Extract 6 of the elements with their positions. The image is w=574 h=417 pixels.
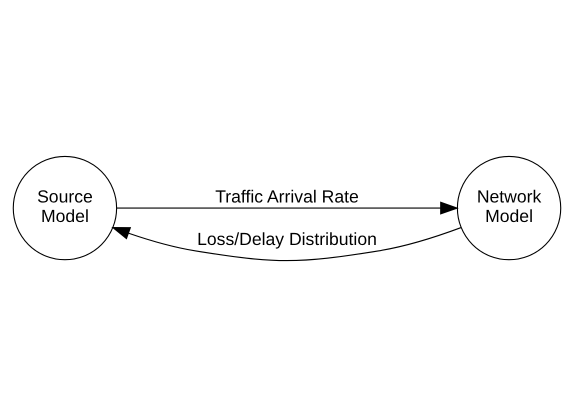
arrow	[116, 202, 459, 215]
node-circle: Source Model	[12, 156, 118, 260]
arrow	[111, 227, 462, 262]
node-circle: Network Model	[456, 156, 562, 260]
edge-label: Loss/Delay Distribution	[197, 229, 377, 250]
edge-label: Traffic Arrival Rate	[215, 186, 359, 206]
